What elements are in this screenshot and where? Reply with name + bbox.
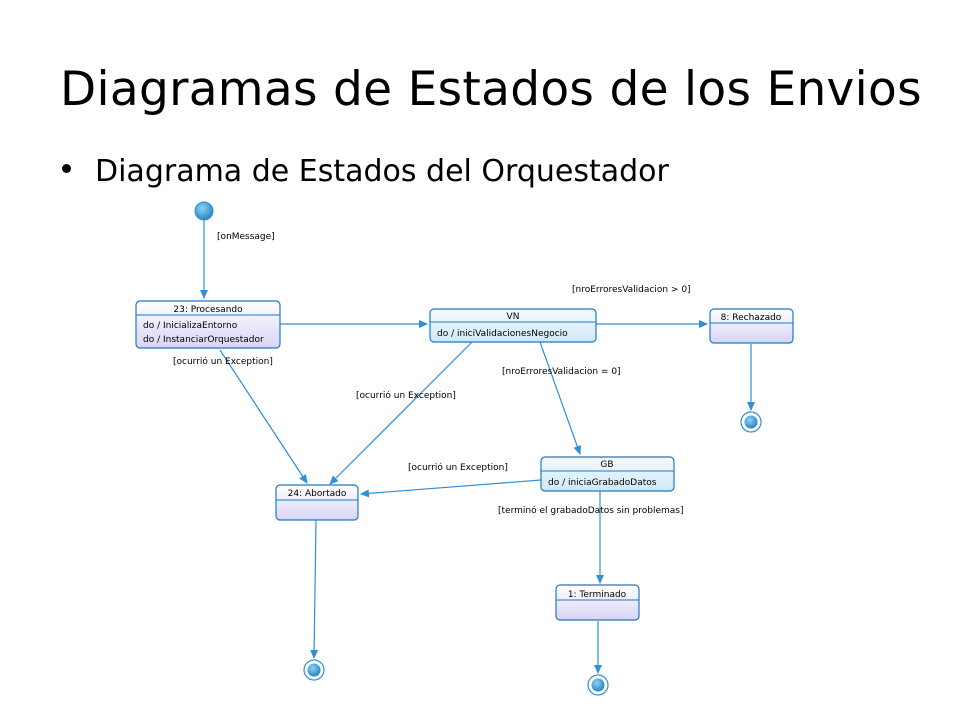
guard-errores-eq0: [nroErroresValidacion = 0] bbox=[502, 367, 621, 377]
state-abortado-name: 24: Abortado bbox=[288, 489, 347, 499]
transition-procesando-abortado bbox=[219, 349, 308, 484]
guard-on-message: [onMessage] bbox=[217, 232, 275, 242]
transitions bbox=[200, 220, 755, 674]
state-rechazado: 8: Rechazado bbox=[709, 308, 794, 344]
transition-vn-gb bbox=[539, 341, 582, 455]
state-procesando: 23: Procesando do / InicializaEntorno do… bbox=[135, 300, 281, 349]
state-terminado: 1: Terminado bbox=[555, 584, 640, 621]
guard-errores-gt0: [nroErroresValidacion > 0] bbox=[572, 285, 691, 295]
state-procesando-action-2: do / InstanciarOrquestador bbox=[143, 335, 264, 345]
transition-abortado-final bbox=[310, 519, 319, 659]
state-procesando-action-1: do / InicializaEntorno bbox=[143, 321, 238, 331]
state-vn: VN do / iniciValidacionesNegocio bbox=[429, 308, 597, 343]
state-gb-name: GB bbox=[600, 460, 613, 470]
guard-exception-gb: [ocurrió un Exception] bbox=[408, 462, 508, 473]
bullet-text: Diagrama de Estados del Orquestador bbox=[95, 154, 669, 189]
final-node-abortado bbox=[303, 659, 325, 681]
initial-node bbox=[194, 201, 214, 221]
state-vn-action-1: do / iniciValidacionesNegocio bbox=[437, 329, 568, 339]
state-gb-action-1: do / iniciaGrabadoDatos bbox=[548, 478, 657, 488]
state-vn-name: VN bbox=[507, 312, 520, 322]
slide-title: Diagramas de Estados de los Envios bbox=[60, 62, 922, 117]
state-terminado-name: 1: Terminado bbox=[568, 590, 627, 600]
state-abortado: 24: Abortado bbox=[275, 484, 359, 521]
guard-exception-procesando: [ocurrió un Exception] bbox=[173, 356, 273, 367]
guard-termino: [terminó el grabadoDatos sin problemas] bbox=[498, 505, 683, 516]
transition-gb-abortado bbox=[360, 479, 542, 498]
guard-exception-vn: [ocurrió un Exception] bbox=[356, 390, 456, 401]
state-gb: GB do / iniciaGrabadoDatos bbox=[540, 456, 675, 492]
bullet-item: Diagrama de Estados del Orquestador bbox=[62, 154, 669, 189]
final-node-terminado bbox=[587, 674, 609, 696]
state-procesando-name: 23: Procesando bbox=[173, 305, 243, 315]
final-node-rechazado bbox=[740, 411, 762, 433]
transition-vn-abortado bbox=[329, 341, 473, 485]
state-rechazado-name: 8: Rechazado bbox=[721, 313, 782, 323]
bullet-dot bbox=[62, 164, 71, 173]
